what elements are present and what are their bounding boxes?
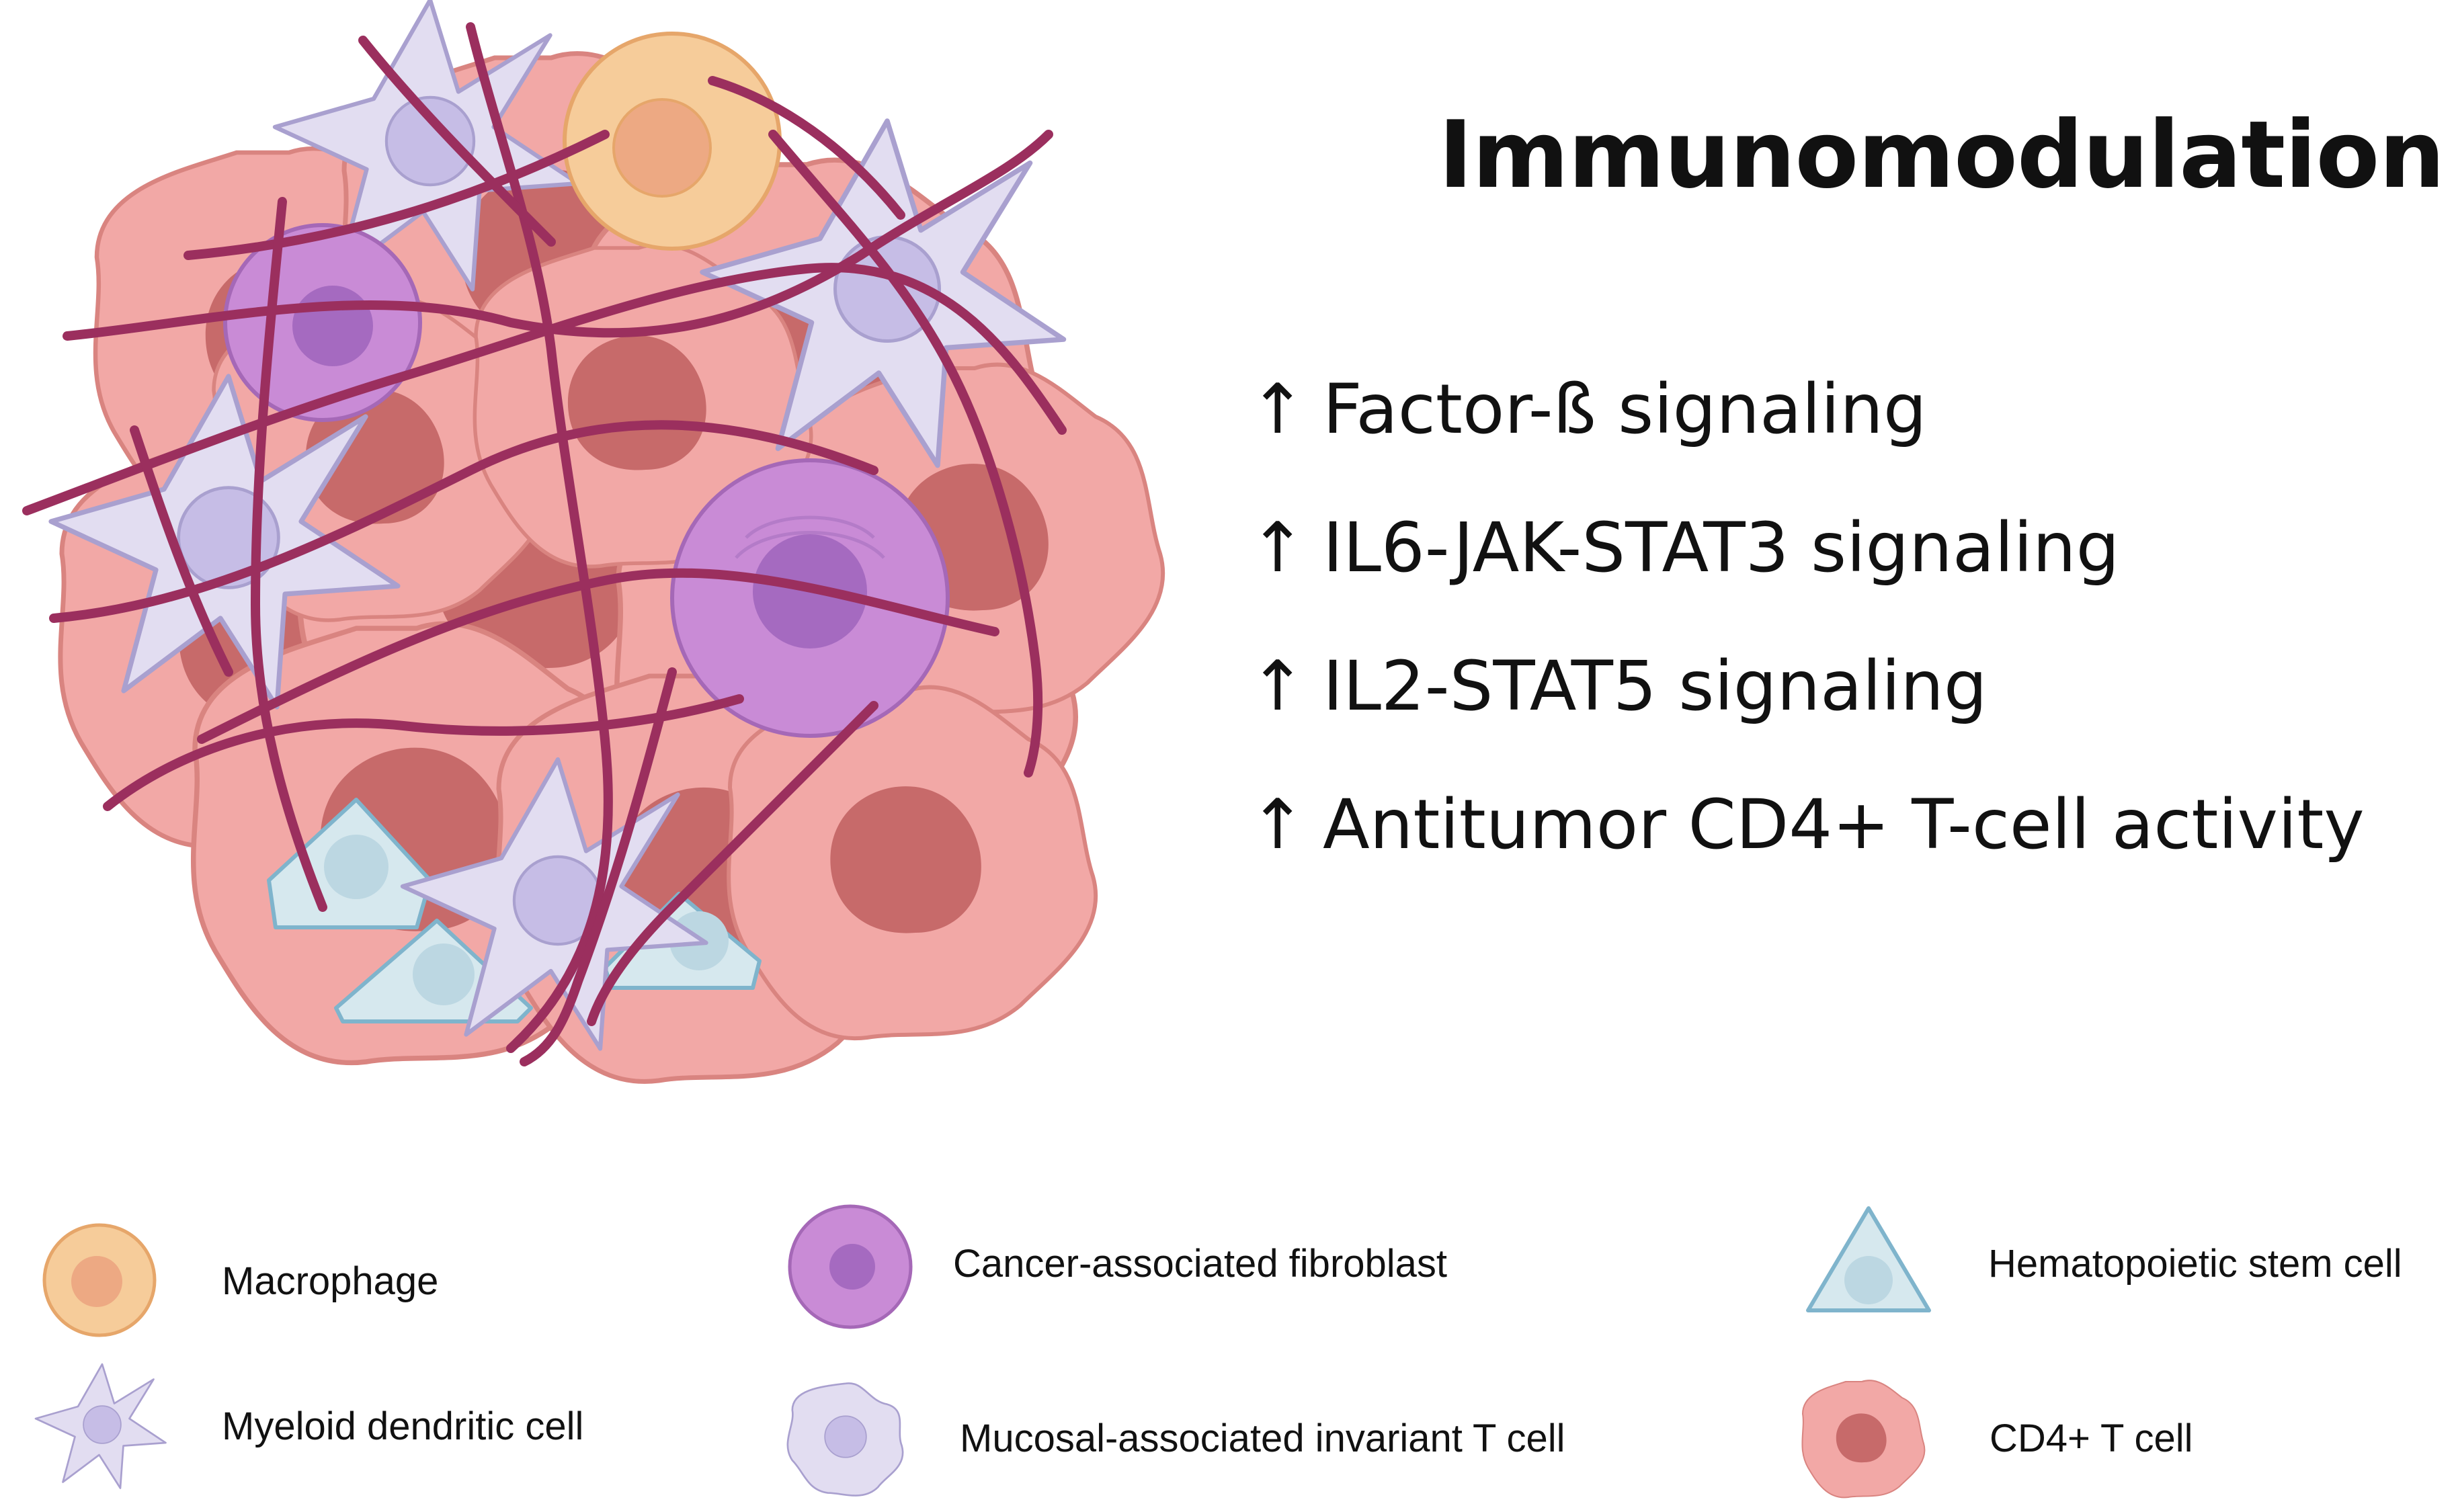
legend-label-stem-cell: Hematopoietic stem cell	[1988, 1242, 2402, 1286]
figure-title: Immunomodulation	[1438, 101, 2445, 209]
fibroblast-cell	[670, 458, 950, 738]
legend-icon-macrophage	[42, 1223, 157, 1337]
effect-item: ↑ Antitumor CD4+ T-cell activity	[1249, 755, 2365, 894]
legend-label-mait: Mucosal-associated invariant T cell	[960, 1417, 1565, 1460]
legend-icon-cd4	[1801, 1380, 1926, 1499]
effect-text: Antitumor CD4+ T-cell activity	[1323, 784, 2365, 865]
up-arrow-icon: ↑	[1249, 369, 1307, 450]
legend-icon-mait	[786, 1382, 904, 1497]
legend-icon-fibroblast	[788, 1204, 913, 1329]
legend-label-macrophage: Macrophage	[222, 1259, 439, 1303]
legend-label-dendritic: Myeloid dendritic cell	[222, 1404, 584, 1448]
up-arrow-icon: ↑	[1249, 646, 1307, 726]
effect-text: Factor-ß signaling	[1323, 369, 1927, 450]
effect-item: ↑ Factor-ß signaling	[1249, 340, 2365, 478]
effect-item: ↑ IL6-JAK-STAT3 signaling	[1249, 478, 2365, 617]
up-arrow-icon: ↑	[1249, 784, 1307, 865]
legend-icon-stem-cell	[1806, 1206, 1931, 1312]
up-arrow-icon: ↑	[1249, 507, 1307, 588]
fibroblast-cell	[223, 223, 422, 422]
effect-text: IL6-JAK-STAT3 signaling	[1323, 507, 2120, 588]
effect-text: IL2-STAT5 signaling	[1323, 646, 1988, 726]
effects-list: ↑ Factor-ß signaling ↑ IL6-JAK-STAT3 sig…	[1249, 340, 2365, 894]
legend-label-fibroblast: Cancer-associated fibroblast	[953, 1242, 1448, 1286]
fiber-network	[22, 22, 1067, 1066]
legend-icon-dendritic	[34, 1363, 167, 1489]
effect-item: ↑ IL2-STAT5 signaling	[1249, 617, 2365, 755]
legend-label-cd4: CD4+ T cell	[1990, 1417, 2193, 1460]
